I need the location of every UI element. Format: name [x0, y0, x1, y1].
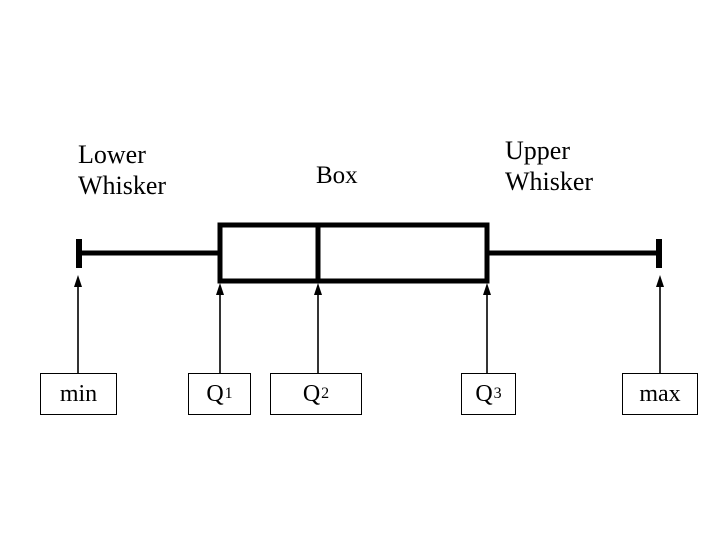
arrowhead-max — [656, 275, 664, 287]
upper-whisker-label-line1: Upper — [505, 136, 570, 165]
tick-label-q1: Q — [206, 380, 224, 407]
tick-label-min: min — [59, 380, 98, 407]
arrowhead-q1 — [216, 283, 224, 295]
tick-box-max: max — [622, 373, 698, 415]
arrowhead-q3 — [483, 283, 491, 295]
upper-whisker-label-line2: Whisker — [505, 166, 594, 196]
leader-arrowheads — [74, 275, 664, 295]
tick-label-q3-subscript: 3 — [493, 385, 502, 402]
tick-label-q3: Q — [475, 380, 493, 407]
box-label: Box — [316, 162, 358, 189]
tick-label-q1-subscript: 1 — [224, 385, 233, 402]
tick-label-q2: Q — [302, 380, 321, 407]
iqr-box — [217, 222, 490, 284]
tick-label-max: max — [639, 380, 681, 407]
lower-whisker-label-line2: Whisker — [78, 170, 167, 200]
tick-box-min: min — [40, 373, 117, 415]
arrowhead-q2 — [314, 283, 322, 295]
lower-whisker-label-line1: Lower — [78, 140, 146, 169]
arrowhead-min — [74, 275, 82, 287]
tick-label-q2-subscript: 2 — [321, 385, 330, 402]
leader-arrows — [77, 279, 661, 374]
